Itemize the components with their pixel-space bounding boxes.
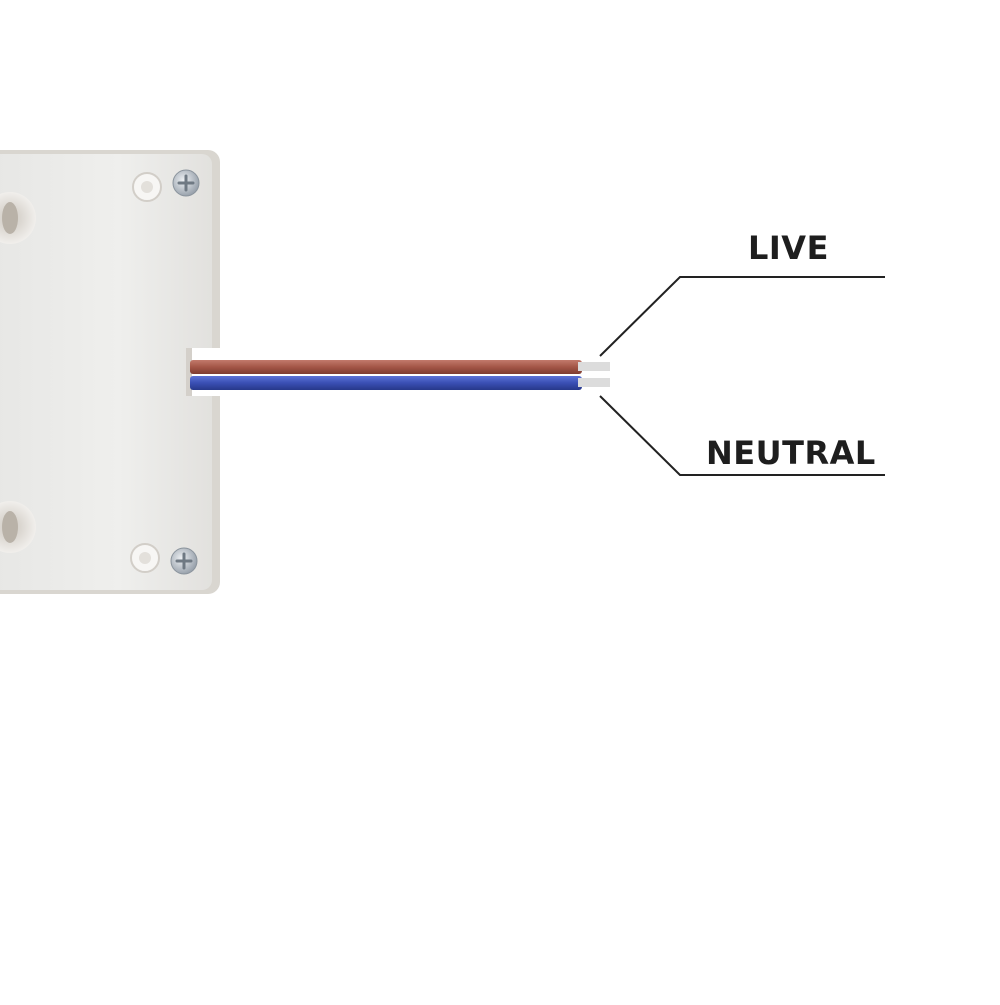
neutral-leader-line (599, 395, 885, 476)
screw-icon (172, 169, 200, 197)
live-label: LIVE (748, 229, 829, 267)
post-icon (130, 543, 160, 573)
screw-icon (170, 547, 198, 575)
neutral-label: NEUTRAL (706, 434, 876, 472)
mounting-hole-icon (0, 501, 36, 553)
neutral-wire (190, 376, 610, 390)
post-icon (132, 172, 162, 202)
live-conductor (578, 362, 610, 371)
live-wire (190, 360, 610, 374)
neutral-conductor (578, 378, 610, 387)
live-leader-line (599, 276, 885, 357)
mounting-hole-icon (0, 192, 36, 244)
